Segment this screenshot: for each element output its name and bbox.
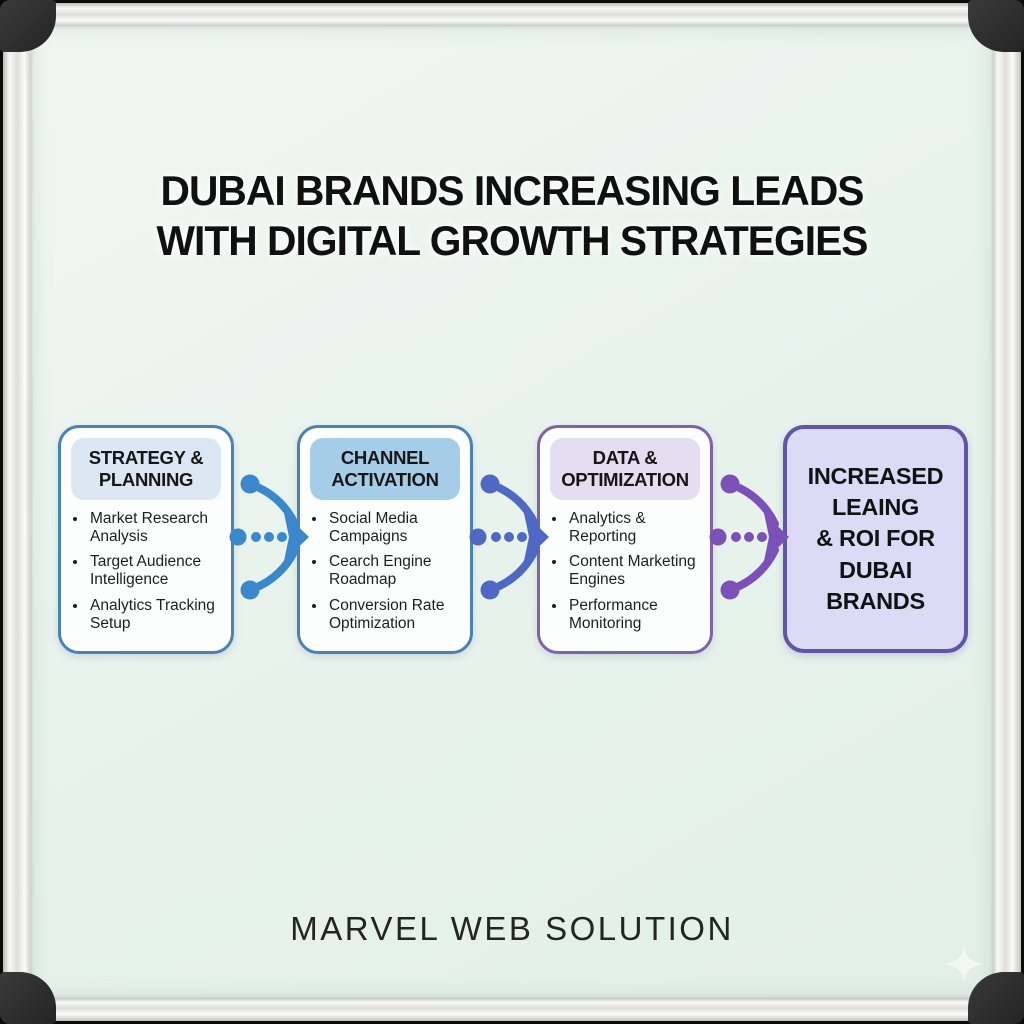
page-title-line1: DUBAI BRANDS INCREASING LEADS [160, 167, 865, 214]
flow-arrow-icon [229, 474, 309, 600]
stage-header: STRATEGY & PLANNING [71, 438, 221, 500]
list-item: Performance Monitoring [567, 597, 704, 633]
stage-box-strategy-planning: STRATEGY & PLANNING Market Research Anal… [58, 425, 234, 654]
list-item: Analytics & Reporting [567, 510, 704, 546]
page-title: DUBAI BRANDS INCREASING LEADS WITH DIGIT… [0, 166, 1024, 267]
frame-left [3, 3, 33, 1021]
frame-top [3, 3, 1021, 27]
list-item: Conversion Rate Optimization [327, 597, 464, 633]
list-item: Cearch Engine Roadmap [327, 553, 464, 589]
list-item: Target Audience Intelligence [88, 553, 225, 589]
list-item: Analytics Tracking Setup [88, 597, 225, 633]
stage-box-data-optimization: DATA & OPTIMIZATION Analytics & Reportin… [537, 425, 713, 654]
stage-box-channel-activation: CHANNEL ACTIVATION Social Media Campaign… [297, 425, 473, 654]
flow-arrow-icon [469, 474, 549, 600]
brand-footer: MARVEL WEB SOLUTION [290, 909, 734, 948]
page-title-line2: WITH DIGITAL GROWTH STRATEGIES [156, 217, 869, 265]
stage-bullet-list: Analytics & Reporting Content Marketing … [540, 508, 710, 633]
result-box-increased-roi: INCREASED LEAING & ROI FOR DUBAI BRANDS [783, 425, 968, 653]
sparkle-icon [945, 945, 983, 983]
frame-bottom [3, 997, 1021, 1021]
flow-arrow-icon [709, 474, 789, 600]
stage-bullet-list: Market Research Analysis Target Audience… [61, 508, 231, 633]
list-item: Social Media Campaigns [327, 510, 464, 546]
list-item: Content Marketing Engines [567, 553, 704, 589]
stage-header: CHANNEL ACTIVATION [310, 438, 460, 500]
list-item: Market Research Analysis [88, 510, 225, 546]
stage-header: DATA & OPTIMIZATION [550, 438, 700, 500]
result-text: INCREASED LEAING & ROI FOR DUBAI BRANDS [807, 462, 944, 614]
frame-right [991, 3, 1021, 1021]
stage-bullet-list: Social Media Campaigns Cearch Engine Roa… [300, 508, 470, 633]
